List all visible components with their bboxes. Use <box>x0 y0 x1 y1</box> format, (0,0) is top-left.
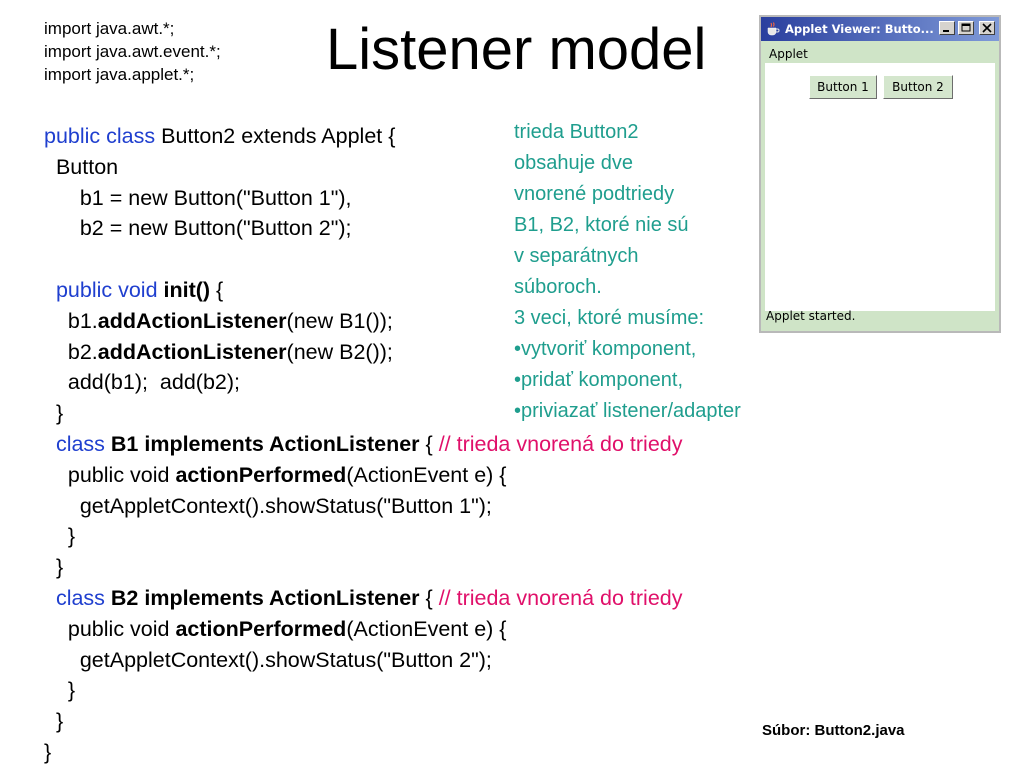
code-text: (ActionEvent e) { <box>346 616 507 641</box>
note-line: obsahuje dve <box>514 152 633 174</box>
code-keyword: public void <box>44 277 164 302</box>
import-line: import java.awt.event.*; <box>44 42 221 61</box>
code-line: class B1 implements ActionListener { // … <box>44 429 683 460</box>
applet-viewer-window: Applet Viewer: Butto... Applet Button 1 … <box>759 15 1001 333</box>
code-line: } <box>44 678 76 703</box>
import-line: import java.awt.*; <box>44 19 175 38</box>
code-comment: // trieda vnorená do triedy <box>438 585 683 610</box>
code-line: Button <box>44 154 119 179</box>
code-bold: addActionListener <box>97 308 287 333</box>
code-line: } <box>44 555 64 580</box>
code-bold: B2 implements ActionListener <box>110 585 420 610</box>
import-lines: import java.awt.*; import java.awt.event… <box>44 17 221 86</box>
code-line: getAppletContext().showStatus("Button 2"… <box>44 647 492 672</box>
button-2[interactable]: Button 2 <box>883 75 953 99</box>
code-text: { <box>419 431 439 456</box>
code-line: public class Button2 extends Applet { <box>44 121 683 152</box>
code-bold: actionPerformed <box>175 616 347 641</box>
code-block: public class Button2 extends Applet { Bu… <box>44 121 683 768</box>
java-cup-icon <box>765 21 781 37</box>
applet-window-title: Applet Viewer: Butto... <box>785 22 934 36</box>
code-text: Button2 extends Applet { <box>155 124 396 148</box>
note-line: vnorené podtriedy <box>514 183 675 205</box>
code-bold: B1 implements ActionListener <box>110 431 420 456</box>
note-line: •vytvoriť komponent, <box>514 338 697 360</box>
note-line: 3 veci, ktoré musíme: <box>514 307 705 329</box>
code-text: { <box>210 277 224 302</box>
code-line: getAppletContext().showStatus("Button 1"… <box>44 493 492 518</box>
applet-menu[interactable]: Applet <box>769 47 808 61</box>
code-bold: addActionListener <box>97 339 287 364</box>
code-text: { <box>419 585 439 610</box>
file-label: Súbor: Button2.java <box>762 722 905 739</box>
code-line: } <box>44 524 76 549</box>
code-line: public void init() { <box>44 275 683 306</box>
code-keyword: class <box>44 585 111 610</box>
applet-status-bar: Applet started. <box>766 309 856 323</box>
explanation-note: trieda Button2 obsahuje dve vnorené podt… <box>514 117 741 427</box>
minimize-icon[interactable] <box>939 21 955 35</box>
note-line: v separátnych <box>514 245 639 267</box>
note-line: trieda Button2 <box>514 121 639 143</box>
code-line: b1 = new Button("Button 1"), <box>44 185 352 210</box>
code-text: (ActionEvent e) { <box>346 462 507 487</box>
code-keyword: public class <box>44 124 156 148</box>
applet-panel: Button 1 Button 2 <box>765 63 995 311</box>
code-line: } <box>44 709 64 734</box>
code-line: b2 = new Button("Button 2"); <box>44 216 352 241</box>
code-text: public void <box>44 616 176 641</box>
code-line: } <box>44 401 64 426</box>
code-text: (new B2()); <box>286 339 393 364</box>
note-line: súboroch. <box>514 276 602 298</box>
code-line: } <box>44 739 52 764</box>
code-line: public void actionPerformed(ActionEvent … <box>44 614 683 645</box>
import-line: import java.applet.*; <box>44 65 195 84</box>
code-bold: init() <box>163 277 211 302</box>
applet-title-bar[interactable]: Applet Viewer: Butto... <box>761 17 999 41</box>
code-line: class B2 implements ActionListener { // … <box>44 583 683 614</box>
note-line: B1, B2, ktoré nie sú <box>514 214 689 236</box>
code-text: (new B1()); <box>286 308 393 333</box>
note-line: •pridať komponent, <box>514 369 684 391</box>
code-text: b2. <box>44 339 98 364</box>
code-line: public void actionPerformed(ActionEvent … <box>44 460 683 491</box>
code-comment: // trieda vnorená do triedy <box>438 431 683 456</box>
code-line: b2.addActionListener(new B2()); <box>44 337 683 368</box>
code-line: add(b1); add(b2); <box>44 370 240 395</box>
code-keyword: class <box>44 431 111 456</box>
maximize-icon[interactable] <box>958 21 974 35</box>
button-1[interactable]: Button 1 <box>809 75 877 99</box>
code-text: b1. <box>44 308 98 333</box>
slide-title: Listener model <box>326 17 707 82</box>
code-text: public void <box>44 462 176 487</box>
code-bold: actionPerformed <box>175 462 347 487</box>
code-line: b1.addActionListener(new B1()); <box>44 306 683 337</box>
note-line: •priviazať listener/adapter <box>514 400 741 422</box>
close-icon[interactable] <box>979 21 995 35</box>
